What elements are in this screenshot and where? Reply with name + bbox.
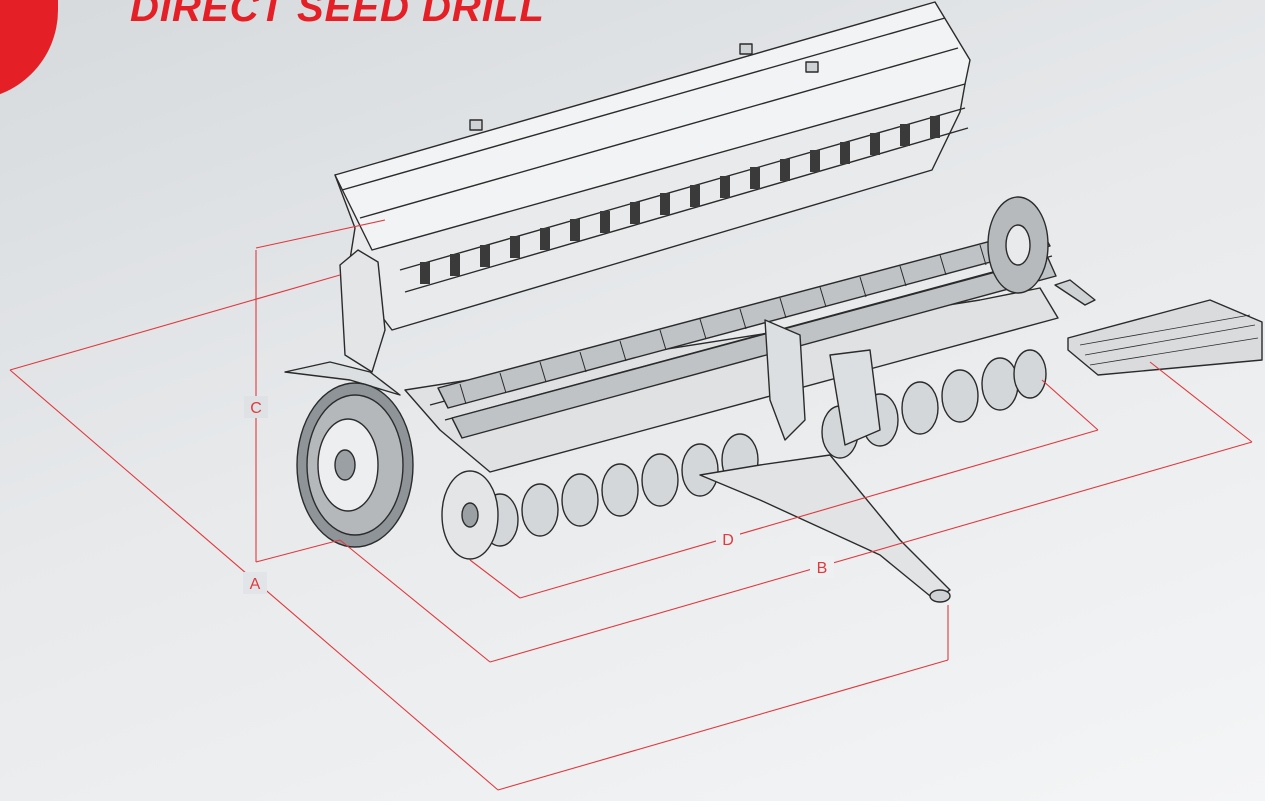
dimension-b-line	[489, 441, 1253, 663]
dimension-c-ext-bottom	[255, 539, 341, 563]
hopper-handle	[739, 43, 753, 55]
dimension-a-ext-bottom	[497, 659, 949, 791]
hopper-handle	[469, 119, 483, 131]
hitch-bracket	[829, 349, 881, 446]
dimension-d-line	[519, 429, 1099, 599]
tow-hitch	[699, 454, 951, 601]
dimension-c-label: C	[250, 400, 262, 417]
step-platform	[1054, 279, 1096, 306]
right-wheel-hub	[1005, 224, 1031, 266]
hitch-mast	[764, 319, 806, 441]
metering-rail-lower	[404, 127, 969, 293]
disc-openers	[481, 349, 1047, 547]
rear-step	[1067, 299, 1263, 376]
packer-row-1	[437, 227, 1051, 409]
side-panel	[339, 249, 386, 373]
dimension-b-label: B	[817, 560, 828, 577]
hopper-side	[334, 83, 966, 331]
dimension-a-label: A	[250, 576, 261, 593]
step-grating	[1079, 314, 1259, 366]
dimension-a-ext-top	[9, 274, 341, 371]
packer-row-2	[451, 257, 1057, 439]
hopper-lid-seam-2	[359, 47, 959, 219]
dimension-c-ext-top	[255, 219, 386, 249]
dimension-d-label: D	[722, 532, 734, 549]
hopper-lid-seam	[341, 17, 946, 191]
dimension-d-ext-left	[469, 559, 521, 599]
dimension-b-ext-right	[1149, 361, 1253, 443]
front-disc-hub	[461, 502, 479, 528]
dimension-labels: C A B D	[243, 396, 834, 594]
hitch-eye	[929, 589, 951, 603]
seed-meters	[420, 116, 940, 284]
left-wheel-hub	[334, 449, 356, 481]
left-fender	[284, 361, 401, 396]
dimension-b-ext-left	[339, 539, 491, 663]
seed-drill-illustration	[284, 1, 1263, 603]
page-title: DIRECT SEED DRILL	[130, 0, 545, 30]
hopper-handle	[805, 61, 819, 73]
main-frame	[404, 287, 1059, 473]
dimension-d-ext-right	[1041, 379, 1099, 431]
